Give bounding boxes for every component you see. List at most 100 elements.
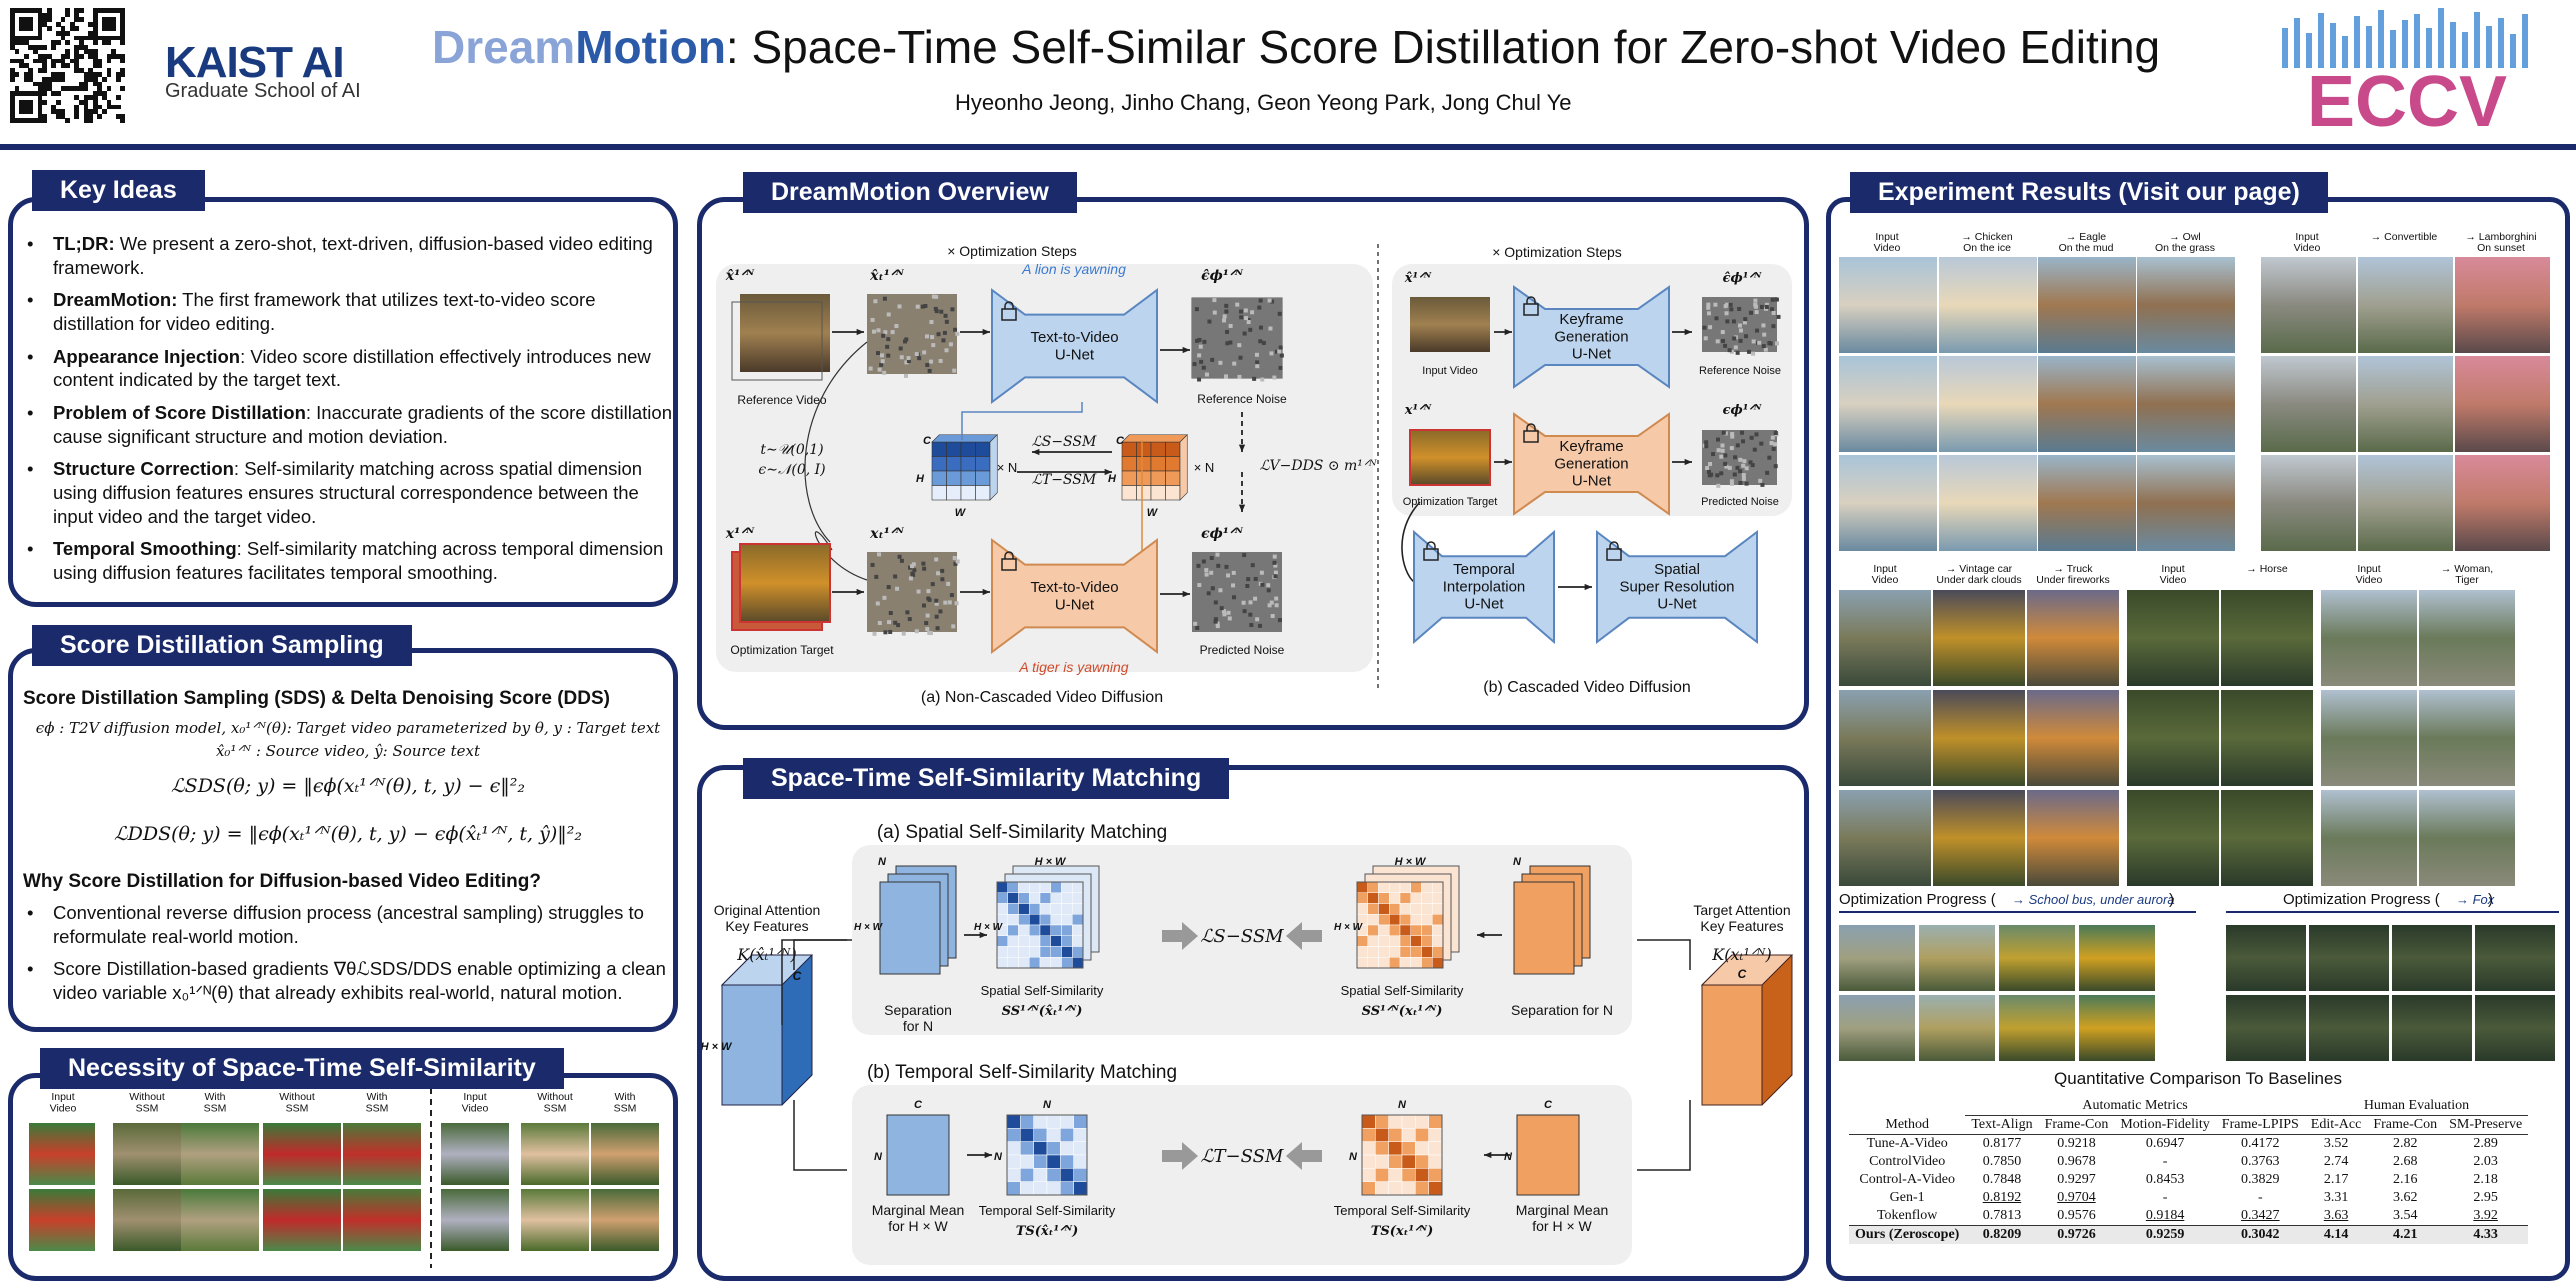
opt-prompt-1: → School bus, under aurora <box>2012 892 2175 907</box>
caption-b: (b) Cascaded Video Diffusion <box>1483 679 1691 696</box>
lock-icon <box>1523 423 1539 443</box>
arrow <box>1558 583 1592 591</box>
table-cell: Tune-A-Video <box>1866 1136 1948 1151</box>
car-result-frame <box>2261 356 2356 452</box>
c-dim: C <box>923 435 932 447</box>
horse-result-frame <box>2221 590 2313 686</box>
bird-result-frame <box>1839 356 1937 452</box>
table-cell: 0.3427 <box>2241 1208 2280 1223</box>
n-dim: N <box>1398 1099 1407 1111</box>
connector <box>1637 939 1691 970</box>
arrow <box>1160 590 1190 598</box>
table-cell: 3.92 <box>2473 1208 2498 1223</box>
w-dim: W <box>955 507 967 519</box>
lock-icon <box>1001 551 1017 571</box>
spatial-ss-matrix-source <box>996 881 1084 969</box>
table-title: Quantitative Comparison To Baselines <box>2054 1069 2342 1088</box>
gray-arrow <box>1162 1142 1198 1170</box>
sds-heading: Score Distillation Sampling (SDS) & Delt… <box>23 688 610 709</box>
x-t-symbol: xₜ¹ᐟᴺ <box>869 526 905 542</box>
table-cell: 3.31 <box>2323 1190 2349 1205</box>
progress-frame-bus <box>1919 995 1995 1061</box>
necessity-frame <box>29 1123 95 1185</box>
bird-result-frame <box>2038 356 2136 452</box>
close-paren: ) <box>2488 891 2493 908</box>
table-cell: 2.95 <box>2473 1190 2498 1205</box>
necessity-frame <box>263 1189 341 1251</box>
table-cell: 0.8192 <box>1982 1190 2022 1205</box>
table-cell: 2.68 <box>2392 1154 2418 1169</box>
title-dream: Dream <box>432 21 576 73</box>
key-idea-item: Problem of Score Distillation: Inaccurat… <box>19 401 675 448</box>
table-cell: 3.63 <box>2323 1208 2349 1223</box>
c-dim: C <box>914 1099 923 1111</box>
key-ideas-title: Key Ideas <box>32 170 205 211</box>
bird-result-frame <box>2038 455 2136 551</box>
horse-result-frame <box>2127 790 2219 886</box>
connector <box>1637 1100 1691 1171</box>
progress-frame-fox <box>2226 925 2306 991</box>
car-result-frame <box>2261 257 2356 353</box>
table-cell: Ours (Zeroscope) <box>1849 1225 1966 1244</box>
progress-frame-bus <box>1919 925 1995 991</box>
dog-result-frame <box>2321 590 2417 686</box>
table-cell: 2.74 <box>2323 1154 2349 1169</box>
table-cell: 0.9704 <box>2057 1190 2096 1205</box>
sds-bullets: Conventional reverse diffusion process (… <box>19 901 675 1014</box>
bird-result-frame <box>2137 356 2235 452</box>
cascaded-area <box>1392 264 1792 516</box>
progress-frame-fox <box>2309 925 2389 991</box>
arrow <box>960 588 990 596</box>
hxw-dim: H × W <box>974 922 1004 933</box>
bus-result-frame <box>1839 790 1931 886</box>
arrow <box>1032 448 1112 456</box>
key-idea-label: Structure Correction <box>53 458 234 480</box>
bird-result-frame <box>2137 257 2235 353</box>
poster-header: KAIST AI Graduate School of AI DreamMoti… <box>0 0 2576 150</box>
necessity-frame-right <box>441 1123 509 1185</box>
key-idea-label: Problem of Score Distillation <box>53 402 306 424</box>
horse-result-frame <box>2221 790 2313 886</box>
sds-bullet: Conventional reverse diffusion process (… <box>19 901 675 948</box>
necessity-frame <box>181 1189 259 1251</box>
car-result-frame <box>2261 455 2356 551</box>
n-dim: N <box>1504 1151 1513 1163</box>
bus-result-frame <box>1839 690 1931 786</box>
authors: Hyeonho Jeong, Jinho Chang, Geon Yeong P… <box>955 90 1572 115</box>
qr-code[interactable] <box>10 8 126 124</box>
arrow <box>1160 346 1190 354</box>
feature-cube-source <box>931 434 998 501</box>
gray-arrow <box>1286 1142 1322 1170</box>
dog-label: → Woman,Tiger <box>2441 563 2493 586</box>
target-key-symbol: K(xₜ¹ᐟᴺ) <box>1711 945 1771 964</box>
noisy-reference <box>867 294 960 378</box>
table-header-cell: Frame-Con <box>2038 1115 2115 1135</box>
table-cell: 0.7813 <box>1982 1208 2022 1223</box>
progress-frame-fox <box>2475 995 2555 1061</box>
necessity-frame-right <box>521 1123 589 1185</box>
group-automatic: Automatic Metrics <box>1965 1097 2305 1116</box>
horse-result-frame <box>2221 690 2313 786</box>
dds-equation: ℒDDS(θ; y) = ‖ϵϕ(xₜ¹ᐟᴺ(θ), t, y) − ϵϕ(x̂… <box>113 823 583 845</box>
progress-frame-bus <box>1839 995 1915 1061</box>
separation-label-target: Separation for N <box>1511 1002 1613 1018</box>
table-cell: 0.3829 <box>2241 1172 2280 1187</box>
table-cell: - <box>2162 1190 2168 1205</box>
n-dim: N <box>1513 856 1522 868</box>
progress-frame-bus <box>1999 925 2075 991</box>
reference-noise-label-small: Reference Noise <box>1699 365 1781 377</box>
sds-panel: Score Distillation Sampling (SDS) & Delt… <box>8 648 678 1032</box>
car-result-frame <box>2455 455 2550 551</box>
table-cell: Tokenflow <box>1876 1208 1938 1223</box>
